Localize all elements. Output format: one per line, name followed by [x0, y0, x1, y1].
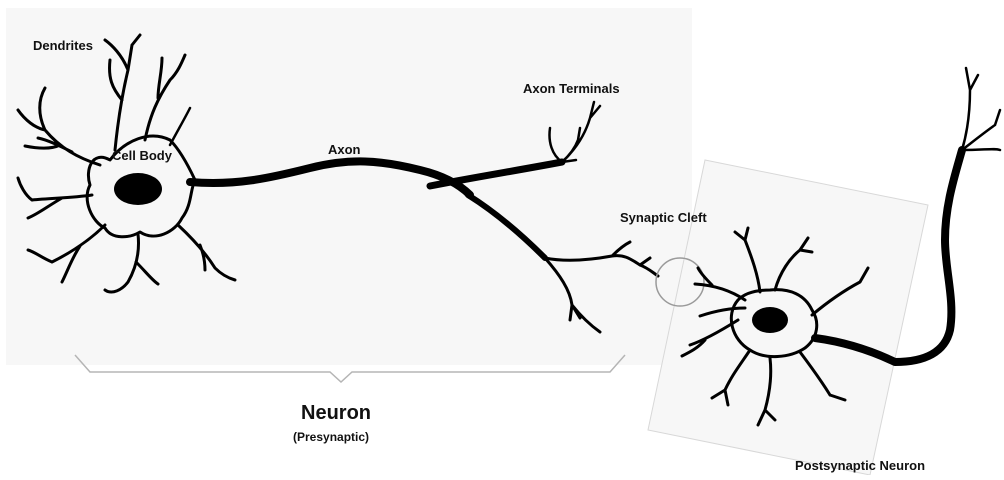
label-postsynaptic-neuron: Postsynaptic Neuron — [795, 458, 925, 473]
postsynaptic-nucleus — [752, 307, 788, 333]
presynaptic-nucleus — [114, 173, 162, 205]
label-presynaptic: (Presynaptic) — [293, 430, 369, 444]
label-neuron: Neuron — [301, 402, 371, 425]
label-axon: Axon — [328, 142, 361, 157]
postsynaptic-axon-terminal — [962, 68, 1000, 150]
label-axon-terminals: Axon Terminals — [523, 81, 620, 96]
label-cell-body: Cell Body — [112, 148, 172, 163]
label-synaptic-cleft: Synaptic Cleft — [620, 210, 707, 225]
label-dendrites: Dendrites — [33, 38, 93, 53]
